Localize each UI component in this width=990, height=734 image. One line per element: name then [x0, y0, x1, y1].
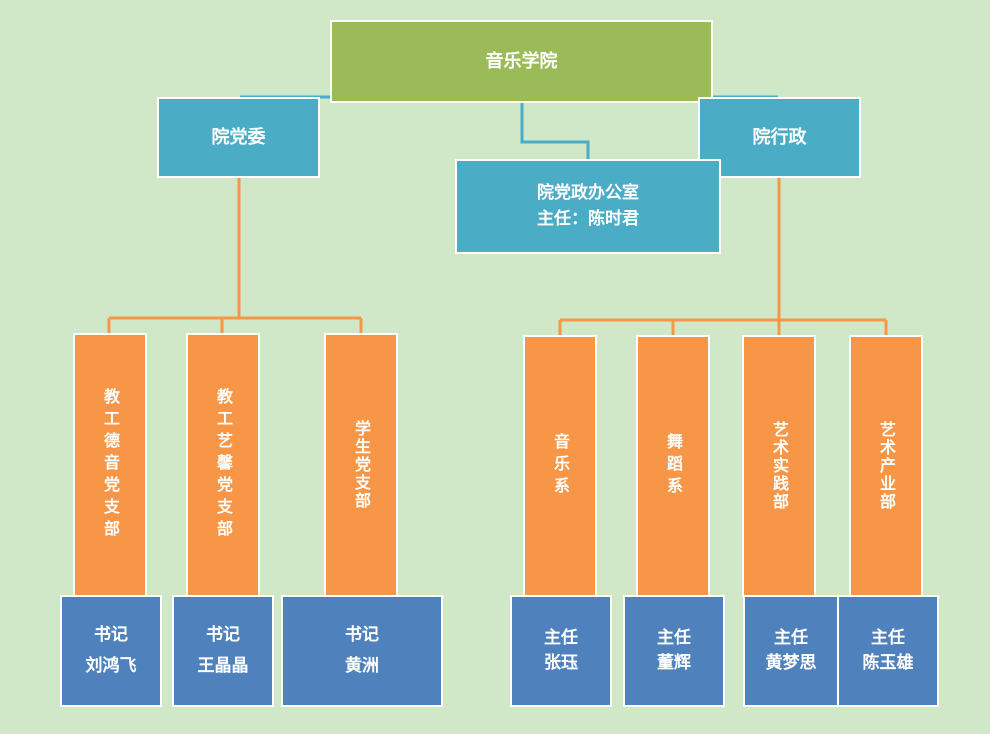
admin-unit-2: 舞蹈系	[636, 335, 710, 597]
party-unit-2: 教工艺馨党支部	[186, 333, 260, 597]
admin-node: 院行政	[698, 97, 861, 178]
party-unit-2-leader: 书记 王晶晶	[172, 595, 274, 707]
admin-unit-1-role: 主任	[544, 627, 578, 648]
party-unit-3-leader: 书记 黄洲	[281, 595, 443, 707]
party-unit-3: 学生党支部	[324, 333, 398, 597]
party-unit-1-label: 教工德音党支部	[101, 388, 120, 542]
admin-unit-3-leader: 主任 黄梦思	[743, 595, 839, 707]
connector-root-office	[520, 102, 590, 160]
party-unit-3-role: 书记	[345, 625, 379, 646]
party-unit-2-person: 王晶晶	[197, 656, 249, 676]
admin-unit-4-label: 艺术产业部	[877, 421, 896, 511]
party-unit-1-leader: 书记 刘鸿飞	[60, 595, 162, 707]
admin-label: 院行政	[752, 127, 807, 148]
root-node: 音乐学院	[330, 20, 713, 103]
admin-unit-3-person: 黄梦思	[765, 653, 817, 673]
office-node: 院党政办公室 主任：陈时君	[455, 159, 721, 254]
root-label: 音乐学院	[485, 51, 558, 72]
admin-unit-4-leader: 主任 陈玉雄	[837, 595, 939, 707]
party-unit-2-label: 教工艺馨党支部	[214, 388, 233, 542]
admin-unit-1-person: 张珏	[544, 653, 578, 673]
admin-unit-1-leader: 主任 张珏	[510, 595, 612, 707]
office-head: 主任：陈时君	[537, 208, 639, 229]
party-unit-1-person: 刘鸿飞	[85, 656, 137, 676]
admin-unit-2-label: 舞蹈系	[664, 433, 683, 499]
admin-unit-4-person: 陈玉雄	[862, 653, 914, 673]
office-name: 院党政办公室	[537, 183, 639, 203]
admin-unit-2-leader: 主任 董辉	[623, 595, 725, 707]
party-unit-3-person: 黄洲	[345, 656, 379, 676]
admin-unit-2-person: 董辉	[657, 653, 691, 673]
admin-unit-1-label: 音乐系	[551, 433, 570, 499]
admin-unit-3-role: 主任	[774, 627, 808, 648]
party-unit-1: 教工德音党支部	[73, 333, 147, 597]
admin-unit-2-role: 主任	[657, 627, 691, 648]
party-unit-1-role: 书记	[94, 625, 128, 646]
party-committee-label: 院党委	[211, 127, 266, 148]
admin-unit-1: 音乐系	[523, 335, 597, 597]
party-unit-3-label: 学生党支部	[352, 420, 371, 510]
admin-unit-4: 艺术产业部	[849, 335, 923, 597]
admin-unit-4-role: 主任	[871, 627, 905, 648]
admin-unit-3: 艺术实践部	[742, 335, 816, 597]
party-committee-node: 院党委	[157, 97, 320, 178]
admin-unit-3-label: 艺术实践部	[770, 421, 789, 511]
party-unit-2-role: 书记	[206, 625, 240, 646]
